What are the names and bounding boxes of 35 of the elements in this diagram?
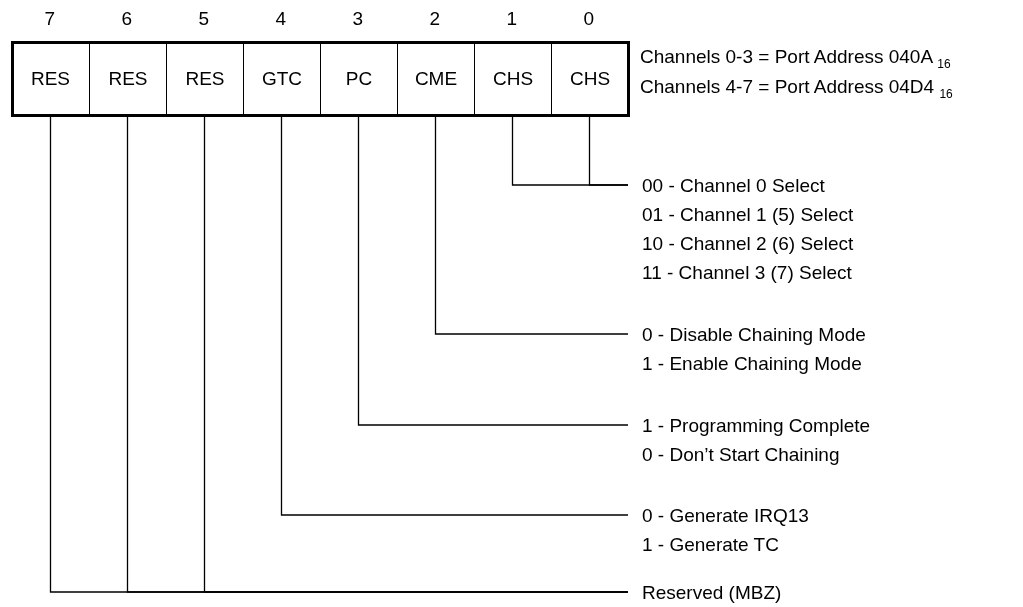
bit-field: PC — [320, 42, 397, 115]
option-text: 1 - Enable Chaining Mode — [642, 351, 862, 376]
connector-line — [280, 115, 629, 516]
register-box — [10, 40, 630, 117]
bit-number: 3 — [352, 8, 364, 30]
bit-field: GTC — [243, 42, 320, 115]
bit-field: RES — [166, 42, 243, 115]
bit-field: CME — [397, 42, 474, 115]
bit-number: 4 — [275, 8, 287, 30]
bit-field: RES — [12, 42, 89, 115]
bit-number: 1 — [506, 8, 518, 30]
option-text: 1 - Generate TC — [642, 532, 779, 557]
option-text: 0 - Generate IRQ13 — [642, 503, 809, 528]
option-text: 0 - Don’t Start Chaining — [642, 442, 840, 467]
bit-number: 6 — [121, 8, 133, 30]
option-text: 11 - Channel 3 (7) Select — [642, 260, 852, 285]
bit-field: CHS — [551, 42, 628, 115]
bit-number: 7 — [44, 8, 56, 30]
port-address-note: Channels 4-7 = Port Address 04D4 $_{16}$ — [640, 76, 953, 101]
port-address-note: Channels 0-3 = Port Address 040A $_{16}$ — [640, 46, 951, 71]
connector-line — [357, 115, 629, 426]
option-text: 1 - Programming Complete — [642, 413, 871, 438]
option-text: 10 - Channel 2 (6) Select — [642, 231, 854, 256]
bit-number: 2 — [429, 8, 441, 30]
bit-field: CHS — [474, 42, 551, 115]
bit-field: RES — [89, 42, 166, 115]
option-text: 01 - Channel 1 (5) Select — [642, 202, 854, 227]
bit-number: 0 — [583, 8, 595, 30]
connector-line — [434, 115, 629, 335]
bit-number: 5 — [198, 8, 210, 30]
option-text: 00 - Channel 0 Select — [642, 173, 825, 198]
option-text: 0 - Disable Chaining Mode — [642, 322, 866, 347]
connector-line — [588, 115, 629, 186]
option-text: Reserved (MBZ) — [642, 580, 782, 605]
connector-line — [203, 115, 629, 593]
